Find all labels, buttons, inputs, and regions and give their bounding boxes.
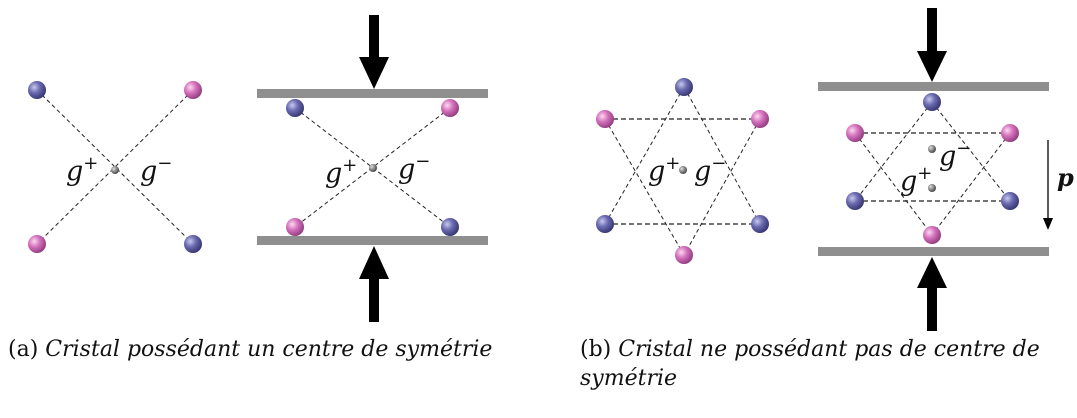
charge-center <box>369 164 377 172</box>
bottom-plate <box>818 247 1049 256</box>
force-arrow-up <box>917 257 947 288</box>
charge-center <box>679 166 687 174</box>
blue-atom <box>286 99 304 117</box>
blue-atom <box>846 192 864 210</box>
caption-b-marker: (b) <box>580 337 612 362</box>
blue-atom <box>675 78 693 96</box>
bond-line <box>683 118 761 256</box>
pink-atom <box>923 226 941 244</box>
caption-b-text-line1: Cristal ne possédant pas de centre de <box>618 337 1040 362</box>
bond-line <box>36 89 194 245</box>
caption-b-text-line2: symétrie <box>580 366 678 391</box>
blue-atom <box>596 215 614 233</box>
bond-line <box>294 107 451 228</box>
bond-line <box>931 101 1011 202</box>
blue-atom <box>28 81 46 99</box>
g-minus-label: g− <box>694 153 726 187</box>
g-plus-label: g+ <box>900 163 932 197</box>
g-plus-label: g+ <box>648 153 680 187</box>
bond-line <box>294 107 451 228</box>
force-arrow-shaft <box>927 285 937 331</box>
pink-atom <box>1001 124 1019 142</box>
pink-atom <box>441 99 459 117</box>
blue-atom <box>441 218 459 236</box>
caption-a-text: Cristal possédant un centre de symétrie <box>45 337 493 362</box>
blue-atom <box>184 235 202 253</box>
bond-line <box>36 89 194 245</box>
bond-line <box>931 132 1011 236</box>
panel-b-compressed-crystal: g− g+ p <box>818 8 1074 331</box>
force-arrow-up <box>359 246 389 279</box>
positive-charge-center <box>928 184 936 192</box>
pink-atom <box>596 110 614 128</box>
bond-line <box>604 86 685 225</box>
force-arrow-shaft <box>927 8 937 54</box>
pink-atom <box>751 110 769 128</box>
caption-b-line1: (b) Cristal ne possédant pas de centre d… <box>580 335 1070 364</box>
g-minus-label: g− <box>939 138 971 172</box>
panel-a-free-crystal: g+ g− <box>28 81 202 253</box>
g-minus-label: g− <box>140 153 172 187</box>
pink-atom <box>846 124 864 142</box>
blue-atom <box>751 215 769 233</box>
caption-a-marker: (a) <box>8 337 39 362</box>
pink-atom <box>286 218 304 236</box>
caption-b: (b) Cristal ne possédant pas de centre d… <box>580 335 1070 393</box>
force-arrow-down <box>917 51 947 82</box>
bond-line <box>604 118 685 256</box>
force-arrow-shaft <box>369 276 379 322</box>
caption-a: (a) Cristal possédant un centre de symét… <box>8 335 528 364</box>
panel-a-compressed-crystal: g+ g− <box>257 15 488 322</box>
polarization-label: p <box>1057 163 1074 192</box>
top-plate <box>257 89 488 98</box>
force-arrow-down <box>359 57 389 89</box>
g-minus-label: g− <box>398 151 430 185</box>
pink-atom <box>184 81 202 99</box>
negative-charge-center <box>928 145 936 153</box>
pink-atom <box>28 235 46 253</box>
polarization-arrowhead <box>1043 218 1053 230</box>
bond-line <box>683 86 761 225</box>
panel-b-free-crystal: g+ g− <box>596 78 769 264</box>
blue-atom <box>923 93 941 111</box>
top-plate <box>818 82 1049 91</box>
g-plus-label: g+ <box>325 155 357 189</box>
blue-atom <box>1001 192 1019 210</box>
bottom-plate <box>257 236 488 245</box>
charge-center <box>111 166 119 174</box>
bond-line <box>854 101 933 202</box>
pink-atom <box>675 246 693 264</box>
bond-line <box>854 132 933 236</box>
g-plus-label: g+ <box>66 153 98 187</box>
force-arrow-shaft <box>369 15 379 60</box>
